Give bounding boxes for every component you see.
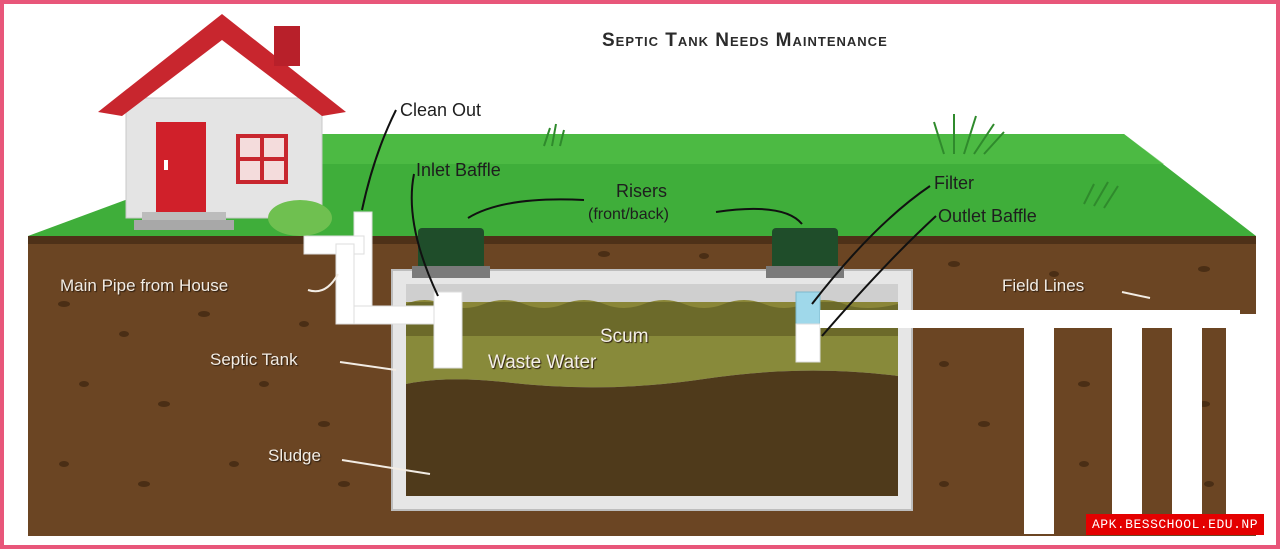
riser-back-base [766,266,844,278]
label-outlet-baffle: Outlet Baffle [938,206,1037,226]
label-filter: Filter [934,173,974,193]
grass-highlight [284,134,1164,164]
callout-main-pipe [307,273,339,293]
house-bush [268,200,332,236]
grass-tufts [543,114,1119,209]
callout-field-lines [1121,291,1151,299]
riser-front-base [412,266,490,278]
soil-speckles [58,251,1214,487]
sludge-layer [406,370,898,496]
house [98,14,346,236]
riser-back [772,228,838,274]
label-field-lines: Field Lines [1002,276,1085,295]
house-door-handle [164,160,168,170]
field-line-1 [1024,324,1054,534]
callout-inlet-baffle [410,173,439,297]
main-pipe-vertical [335,243,355,325]
label-septic-tank: Septic Tank [210,350,298,369]
inlet-baffle [433,291,463,369]
diagram-title: Septic Tank Needs Maintenance [602,30,888,51]
house-pipe-stub [303,235,365,255]
outlet-pipe [820,310,1240,328]
label-risers: Risers [616,181,668,201]
label-main-pipe: Main Pipe from House [60,276,229,295]
house-door [156,122,206,212]
label-sludge: Sludge [268,446,321,465]
riser-front [418,228,484,274]
watermark-badge: APK.BESSCHOOL.EDU.NP [1085,514,1264,535]
house-roof [98,14,346,116]
label-risers-sub: (front/back) [588,206,669,223]
house-step [142,212,226,222]
callout-risers-back [715,207,803,225]
label-waste-water: Waste Water [488,352,597,373]
callout-septic-tank [339,361,397,371]
main-pipe-horizontal [353,305,441,325]
outlet-baffle [795,323,821,363]
house-step-lower [134,220,234,230]
callout-lines-light [307,273,1151,475]
callout-outlet-baffle [821,215,937,337]
field-line-3 [1172,324,1202,534]
waste-water-layer [406,336,898,388]
label-scum: Scum [600,326,649,347]
label-inlet-baffle: Inlet Baffle [416,160,501,180]
callout-clean-out [361,109,397,211]
septic-diagram-svg [28,14,1256,536]
house-body [125,97,323,219]
label-clean-out: Clean Out [400,100,482,120]
callout-lines [361,109,937,337]
house-chimney [274,26,300,66]
soil-top-edge [28,236,1256,244]
callout-filter [811,185,931,305]
outlet-filter [795,291,821,327]
field-line-2 [1112,324,1142,534]
callout-risers-front [467,198,585,219]
scum-edge [406,300,898,308]
callout-sludge [341,459,431,475]
field-line-4 [1226,314,1256,534]
